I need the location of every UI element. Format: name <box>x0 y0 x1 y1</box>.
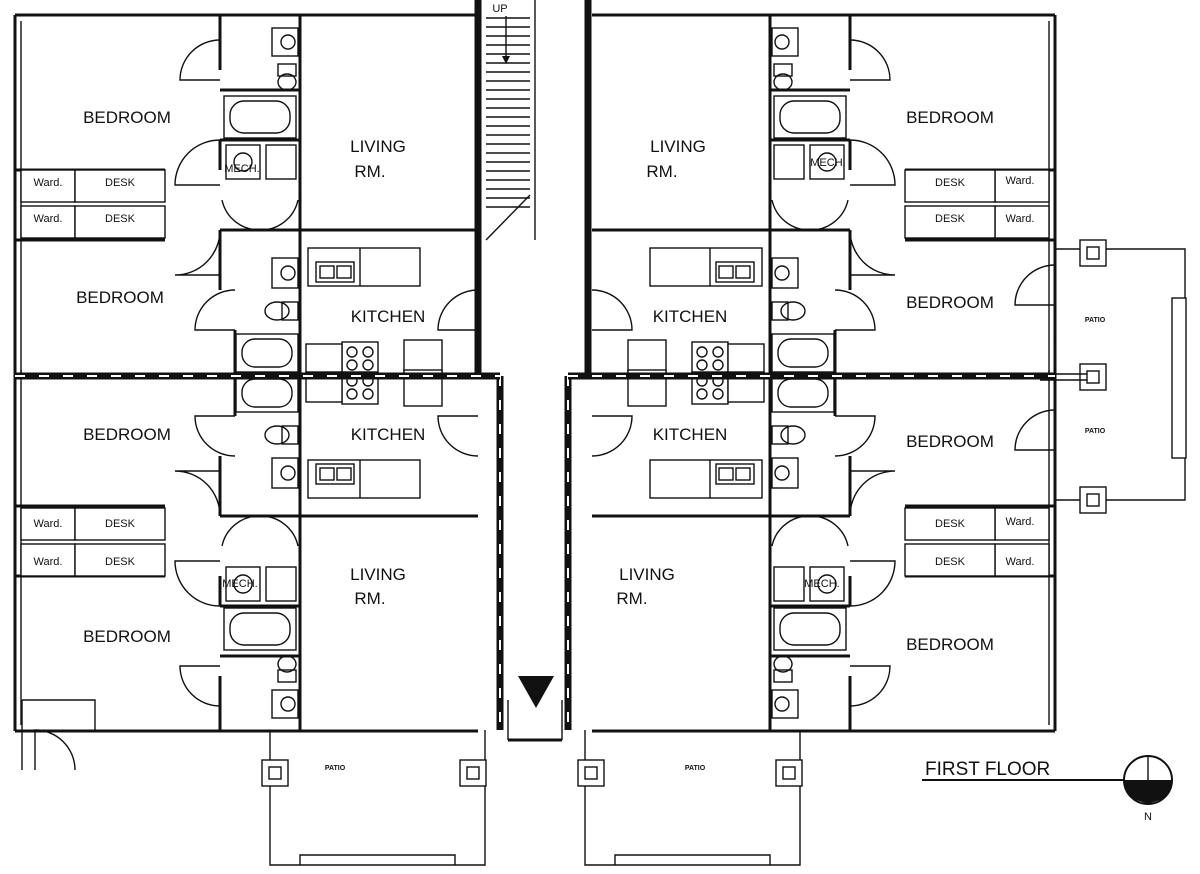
desk-label: DESK <box>935 556 966 568</box>
mech-label: MECH. <box>804 578 839 590</box>
north-arrow-icon <box>1123 755 1173 805</box>
room-label-living: LIVING <box>350 565 406 584</box>
room-label-living-rm: RM. <box>354 589 385 608</box>
desk-label: DESK <box>935 177 966 189</box>
room-label-living: LIVING <box>650 137 706 156</box>
wardrobe-label: Ward. <box>34 213 63 225</box>
patio-label: PATIO <box>1085 317 1106 324</box>
patio-south-east <box>577 730 803 866</box>
room-label-bedroom: BEDROOM <box>83 425 171 444</box>
room-label-bedroom: BEDROOM <box>906 635 994 654</box>
room-label-bedroom: BEDROOM <box>906 432 994 451</box>
desk-label: DESK <box>105 177 136 189</box>
desk-label: DESK <box>105 213 136 225</box>
patio-east <box>1014 239 1187 514</box>
corridor <box>474 0 592 742</box>
room-label-living-rm: RM. <box>616 589 647 608</box>
patio-label: PATIO <box>1085 428 1106 435</box>
room-label-living: LIVING <box>619 565 675 584</box>
room-label-bedroom: BEDROOM <box>906 108 994 127</box>
room-label-kitchen: KITCHEN <box>351 307 426 326</box>
mech-label: MECH. <box>224 163 259 175</box>
wardrobe-label: Ward. <box>34 177 63 189</box>
wardrobe-label: Ward. <box>34 518 63 530</box>
room-label-bedroom: BEDROOM <box>906 293 994 312</box>
wardrobe-label: Ward. <box>1006 556 1035 568</box>
room-label-living: LIVING <box>350 137 406 156</box>
mech-label: MECH. <box>810 157 845 169</box>
room-label-kitchen: KITCHEN <box>351 425 426 444</box>
stair-up-label: UP <box>492 3 507 15</box>
desk-label: DESK <box>105 556 136 568</box>
patio-south-west <box>261 730 487 866</box>
desk-label: DESK <box>935 213 966 225</box>
room-label-bedroom: BEDROOM <box>83 108 171 127</box>
patio-label: PATIO <box>685 765 706 772</box>
entry-arrow-icon <box>518 676 554 708</box>
stairs[interactable] <box>485 17 531 241</box>
room-label-kitchen: KITCHEN <box>653 307 728 326</box>
floor-title: FIRST FLOOR <box>925 759 1050 780</box>
north-label: N <box>1144 811 1152 823</box>
patio-label: PATIO <box>325 765 346 772</box>
mech-label: MECH. <box>222 578 257 590</box>
room-label-kitchen: KITCHEN <box>653 425 728 444</box>
stair-break-line <box>485 194 531 241</box>
room-label-living-rm: RM. <box>354 162 385 181</box>
wardrobe-label: Ward. <box>34 556 63 568</box>
room-label-bedroom: BEDROOM <box>76 288 164 307</box>
wardrobe-label: Ward. <box>1006 175 1035 187</box>
desk-label: DESK <box>105 518 136 530</box>
room-label-bedroom: BEDROOM <box>83 627 171 646</box>
wardrobe-label: Ward. <box>1006 213 1035 225</box>
wardrobe-label: Ward. <box>1006 516 1035 528</box>
desk-label: DESK <box>935 518 966 530</box>
room-label-living-rm: RM. <box>646 162 677 181</box>
